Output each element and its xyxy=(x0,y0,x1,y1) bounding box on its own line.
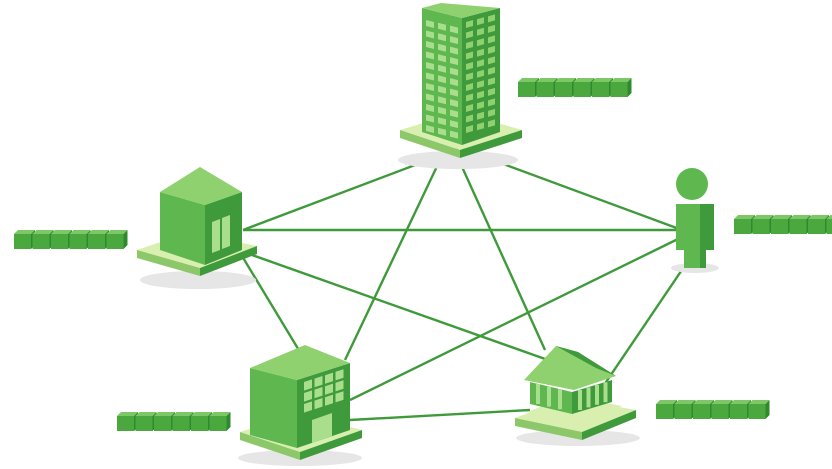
label-placeholders xyxy=(14,78,832,431)
label-block-person xyxy=(734,215,832,234)
node-office-tower xyxy=(398,3,522,169)
label-block-small-building xyxy=(14,230,128,249)
link-office-tower-office-building xyxy=(343,159,442,361)
node-small-building xyxy=(137,167,257,289)
office-building-icon xyxy=(250,345,350,448)
node-person xyxy=(671,168,719,273)
link-office-tower-bank xyxy=(456,157,547,351)
person-icon xyxy=(676,168,714,268)
link-small-building-bank xyxy=(251,253,549,362)
node-bank xyxy=(515,346,640,446)
link-small-building-office-building xyxy=(240,255,302,353)
label-block-office-building xyxy=(117,412,231,431)
office-tower-icon xyxy=(422,3,500,145)
node-office-building xyxy=(238,345,362,466)
small-building-icon xyxy=(160,167,242,265)
bank-icon xyxy=(524,346,622,424)
label-block-bank xyxy=(656,400,770,419)
link-person-office-building xyxy=(349,236,681,402)
link-office-building-bank xyxy=(349,408,531,422)
label-block-office-tower xyxy=(518,78,632,97)
link-person-bank xyxy=(601,254,693,389)
